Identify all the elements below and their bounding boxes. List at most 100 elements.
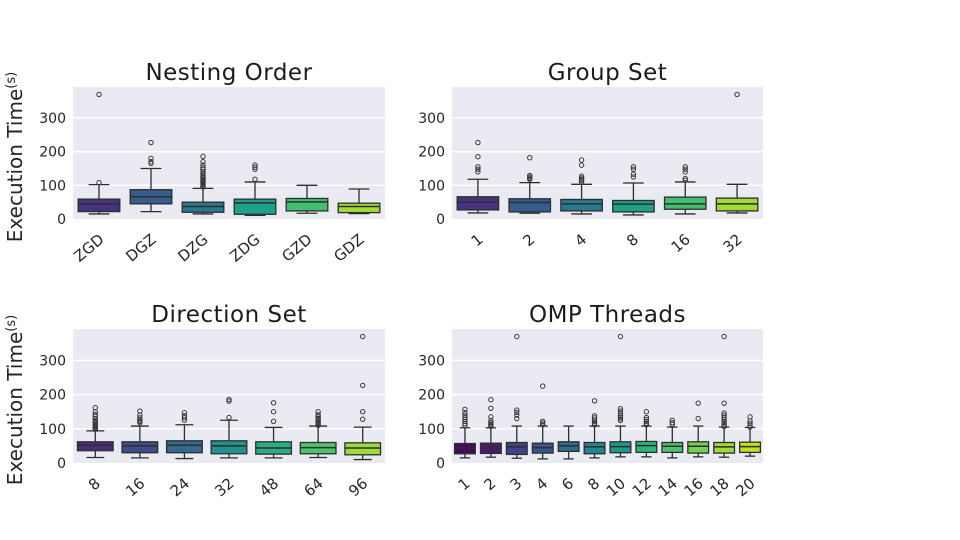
outlier-point — [475, 166, 481, 172]
box — [337, 202, 381, 214]
outlier-point — [315, 415, 321, 421]
boxplot-96 — [344, 333, 382, 461]
outlier-point — [148, 139, 154, 146]
outlier-point — [540, 383, 546, 389]
y-tick-label: 100 — [418, 422, 445, 438]
outlier-point — [475, 169, 481, 175]
box — [635, 440, 658, 454]
outlier-point — [148, 160, 154, 167]
outlier-point — [540, 418, 546, 424]
box — [344, 442, 382, 456]
outlier-point — [617, 405, 624, 412]
outlier-point — [226, 396, 232, 403]
outlier-point — [514, 415, 520, 422]
outlier-point — [200, 170, 206, 176]
box — [713, 441, 736, 454]
plot-area — [452, 87, 763, 219]
boxplot-20 — [739, 414, 762, 457]
outlier-point — [270, 400, 277, 406]
outlier-point — [96, 91, 102, 98]
outlier-point — [721, 423, 727, 430]
outlier-point — [617, 416, 624, 422]
outlier-point — [488, 417, 494, 424]
outlier-point — [643, 416, 650, 423]
outlier-point — [578, 162, 585, 168]
outlier-point — [360, 382, 366, 389]
outlier-point — [669, 417, 675, 423]
outlier-point — [475, 154, 481, 160]
outlier-point — [514, 333, 520, 340]
y-tick-label: 300 — [39, 111, 66, 127]
box — [583, 441, 606, 455]
boxplot-4 — [560, 157, 603, 215]
outlier-point — [578, 173, 585, 179]
outlier-point — [92, 411, 98, 418]
outlier-point — [721, 412, 727, 418]
outlier-point — [747, 424, 753, 430]
outlier-point — [682, 164, 688, 170]
outlier-point — [360, 416, 366, 422]
outlier-point — [462, 412, 468, 418]
outlier-point — [540, 422, 546, 428]
box — [210, 440, 248, 455]
outlier-point — [360, 333, 366, 340]
outlier-point — [591, 415, 598, 421]
boxplot-3 — [505, 333, 528, 459]
outlier-point — [148, 155, 154, 162]
outlier-point — [226, 414, 232, 421]
outlier-point — [148, 159, 154, 165]
boxplot-gdz — [337, 188, 381, 215]
box — [77, 198, 121, 213]
outlier-point — [747, 414, 753, 420]
outlier-point — [643, 420, 650, 427]
outlier-point — [617, 408, 624, 414]
boxplot-32 — [715, 91, 759, 214]
boxplot-6 — [557, 425, 580, 460]
boxplot-2 — [508, 155, 552, 214]
outlier-point — [514, 412, 520, 418]
y-tick-label: 300 — [39, 353, 66, 369]
chart-title: Group Set — [548, 60, 668, 86]
outlier-point — [360, 409, 366, 415]
outlier-point — [200, 164, 206, 171]
box — [165, 440, 203, 454]
box — [508, 198, 552, 213]
outlier-point — [682, 169, 688, 175]
outlier-point — [682, 177, 688, 183]
plot-area — [73, 87, 385, 219]
outlier-point — [630, 171, 637, 177]
outlier-point — [137, 415, 143, 421]
outlier-point — [747, 420, 753, 427]
outlier-point — [252, 162, 258, 168]
boxplot-zgd — [77, 91, 121, 215]
outlier-point — [462, 418, 468, 424]
outlier-point — [200, 153, 206, 160]
outlier-point — [540, 420, 546, 426]
y-axis-label: Execution Time(s) — [3, 315, 27, 485]
outlier-point — [630, 174, 637, 180]
outlier-point — [488, 414, 494, 420]
box — [121, 441, 159, 454]
y-axis-label: Execution Time(s) — [3, 72, 27, 242]
outlier-point — [181, 413, 188, 419]
boxplot-14 — [661, 417, 684, 459]
outlier-point — [591, 418, 598, 425]
y-tick-label: 300 — [418, 111, 445, 127]
plot-area — [452, 329, 763, 463]
outlier-point — [643, 414, 650, 421]
outlier-point — [721, 410, 727, 416]
box — [560, 198, 603, 212]
boxplot-16 — [121, 408, 159, 459]
outlier-point — [137, 408, 143, 414]
y-tick-label: 0 — [57, 212, 66, 228]
boxplot-12 — [635, 409, 658, 458]
outlier-point — [181, 415, 188, 421]
boxplot-8 — [76, 404, 114, 459]
outlier-point — [92, 404, 98, 411]
boxplot-16 — [663, 164, 707, 215]
boxplot-2 — [479, 397, 502, 458]
outlier-point — [252, 176, 258, 182]
